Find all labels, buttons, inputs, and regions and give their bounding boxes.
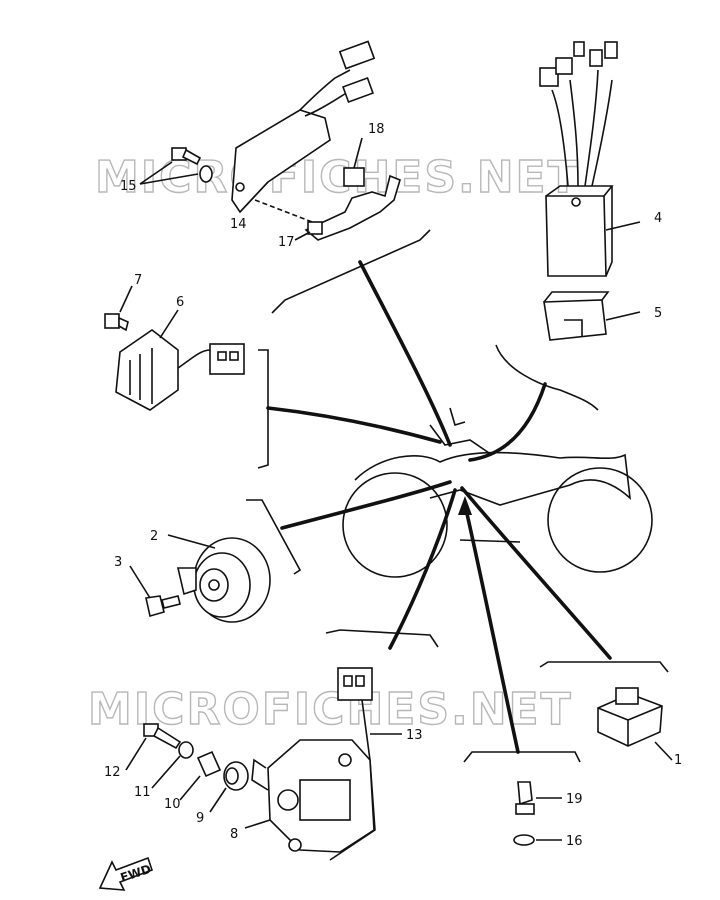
callout-15: 15 (120, 179, 137, 194)
callout-19: 19 (566, 792, 583, 807)
cdi-unit-part-14 (231, 40, 376, 226)
group-brackets (246, 229, 669, 763)
collar-part-10 (179, 750, 222, 801)
callout-14: 14 (230, 217, 247, 232)
callout-9: 9 (196, 811, 204, 826)
callout-labels: 1 2 3 4 5 6 7 8 9 10 11 12 13 14 15 16 1… (104, 122, 682, 849)
bolt-part-12 (125, 723, 182, 771)
watermark-bottom: MICROFICHES.NET (88, 684, 573, 735)
battery-part-4 (539, 41, 641, 277)
connector-part-13 (329, 667, 402, 861)
callout-10: 10 (164, 797, 181, 812)
motorcycle-outline (342, 407, 653, 578)
relay-part-8 (244, 739, 375, 853)
callout-8: 8 (230, 827, 238, 842)
bolt-part-3 (129, 565, 181, 618)
callout-16: 16 (566, 834, 583, 849)
callout-18: 18 (368, 122, 385, 137)
relay-part-1 (597, 687, 673, 761)
bracket-part-17 (294, 174, 401, 241)
callout-5: 5 (654, 306, 662, 321)
callout-12: 12 (104, 765, 121, 780)
rectifier-part-6 (115, 309, 245, 411)
callout-6: 6 (176, 295, 184, 310)
callout-11: 11 (134, 785, 151, 800)
callout-4: 4 (654, 211, 662, 226)
group-leaders (266, 260, 612, 754)
screw-part-7 (104, 285, 133, 332)
washer-part-16 (513, 834, 562, 846)
forward-direction-arrow: FWD (98, 856, 154, 891)
callout-7: 7 (134, 273, 142, 288)
sensor-part-19 (515, 781, 562, 815)
fwd-label: FWD (119, 862, 153, 885)
rubber-part-18 (343, 137, 365, 187)
callout-17: 17 (278, 235, 295, 250)
washer-part-11 (151, 741, 194, 789)
watermark-top: MICROFICHES.NET (95, 152, 580, 203)
callout-1: 1 (674, 753, 682, 768)
callout-13: 13 (406, 728, 423, 743)
bolt-washer-part-15 (139, 147, 213, 185)
battery-cover-part-5 (543, 291, 641, 341)
grommet-part-9 (209, 761, 249, 813)
horn-part-2 (167, 534, 271, 623)
callout-2: 2 (150, 529, 158, 544)
callout-3: 3 (114, 555, 122, 570)
